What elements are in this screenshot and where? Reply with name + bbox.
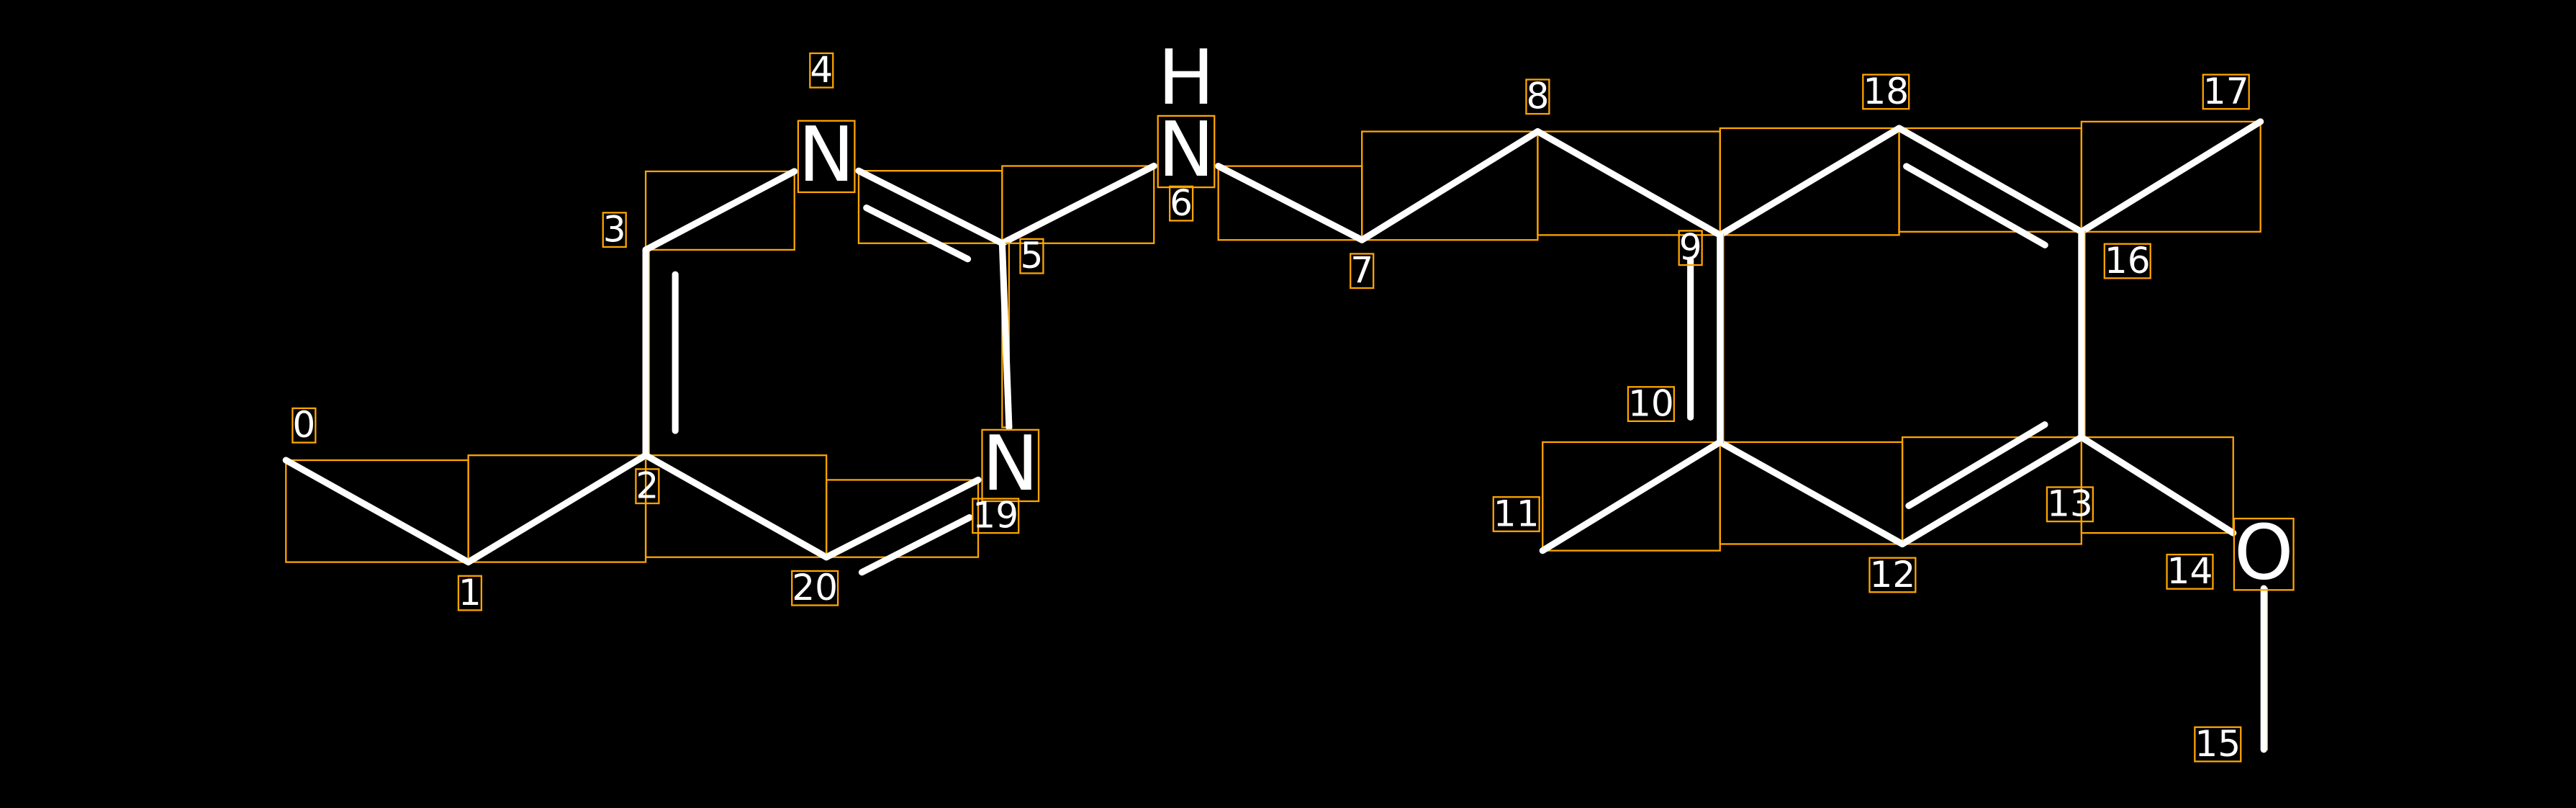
atom-label-O: O — [2234, 508, 2294, 596]
index-box — [292, 407, 317, 444]
index-box — [791, 570, 839, 606]
atom-index-label: 7 — [1350, 249, 1373, 292]
atom-index-label: 2 — [636, 464, 659, 507]
atom-index-label: 4 — [810, 48, 833, 91]
index-box — [2103, 243, 2151, 279]
bond-0-1 — [282, 457, 472, 566]
double-bond-line-4-5 — [863, 205, 972, 263]
index-box — [1019, 238, 1044, 274]
bond-20-19 — [823, 476, 982, 561]
index-box — [635, 468, 660, 505]
index-box — [1627, 386, 1675, 423]
bond-16-17 — [2078, 118, 2264, 235]
index-box — [1525, 78, 1550, 115]
atom-box — [2233, 517, 2295, 591]
index-box — [809, 52, 834, 89]
bond-3-4 — [642, 168, 798, 253]
bond-10-11 — [1539, 439, 1724, 555]
bond-box — [826, 479, 980, 558]
bond-13-12 — [1899, 434, 2085, 548]
index-box — [1492, 496, 1540, 532]
hydrogen-label: H — [1158, 34, 1215, 122]
index-box — [457, 575, 483, 611]
index-box — [2202, 73, 2250, 110]
bond-box — [644, 170, 795, 251]
bond-8-9 — [1534, 128, 1724, 238]
atom-label-N: N — [982, 420, 1039, 508]
bond-12-10 — [1717, 439, 1906, 548]
atom-index-label: 14 — [2167, 549, 2213, 592]
atom-index-label: 15 — [2195, 722, 2241, 765]
bond-18-16 — [1895, 125, 2085, 235]
index-box — [972, 498, 1020, 534]
index-box — [2046, 486, 2094, 523]
atom-index-label: 8 — [1526, 75, 1549, 117]
bond-4-5 — [855, 167, 1005, 247]
atom-index-label: 17 — [2203, 70, 2249, 112]
bond-5-6 — [998, 162, 1157, 247]
bond-13-14 — [2078, 434, 2237, 537]
double-bond-line-20-19 — [858, 514, 973, 576]
index-box — [1169, 185, 1194, 222]
double-bond-line-18-16 — [1903, 163, 2048, 248]
bond-box — [1001, 165, 1155, 244]
atom-index-label: 16 — [2105, 239, 2151, 282]
atom-label-N: N — [798, 111, 855, 199]
atom-box — [981, 428, 1040, 503]
bond-19-5 — [998, 240, 1013, 431]
bond-box — [1001, 242, 1011, 428]
index-box — [1868, 557, 1917, 593]
bond-9-18 — [1717, 125, 1903, 238]
atom-box — [1157, 115, 1216, 189]
atom-index-label: 3 — [603, 208, 626, 251]
atom-label-N: N — [1158, 106, 1215, 194]
index-box — [1350, 253, 1375, 289]
index-box — [1678, 230, 1703, 266]
atom-index-label: 9 — [1679, 226, 1702, 269]
atom-index-label: 1 — [458, 571, 482, 614]
bond-2-20 — [642, 452, 830, 561]
bond-box — [1542, 441, 1721, 552]
bond-7-8 — [1358, 128, 1541, 243]
index-box — [2166, 553, 2214, 590]
atom-index-label: 0 — [292, 403, 315, 446]
bond-6-7 — [1215, 163, 1365, 243]
atom-index-label: 5 — [1020, 234, 1043, 277]
atom-index-label: 13 — [2047, 482, 2093, 525]
atom-index-label: 12 — [1869, 553, 1915, 596]
atom-index-label: 11 — [1493, 492, 1540, 534]
bond-box — [2080, 120, 2261, 233]
bond-1-2 — [465, 452, 649, 566]
atom-index-label: 20 — [792, 566, 838, 609]
atom-index-label: 19 — [972, 494, 1018, 537]
atom-box — [797, 120, 856, 194]
atom-index-label: 6 — [1170, 181, 1193, 224]
atom-index-label: 18 — [1863, 70, 1909, 112]
index-box — [2194, 726, 2242, 763]
double-bond-line-13-12 — [1905, 421, 2048, 509]
index-box — [1862, 73, 1910, 110]
index-box — [602, 212, 627, 248]
atom-index-label: 10 — [1628, 382, 1674, 424]
